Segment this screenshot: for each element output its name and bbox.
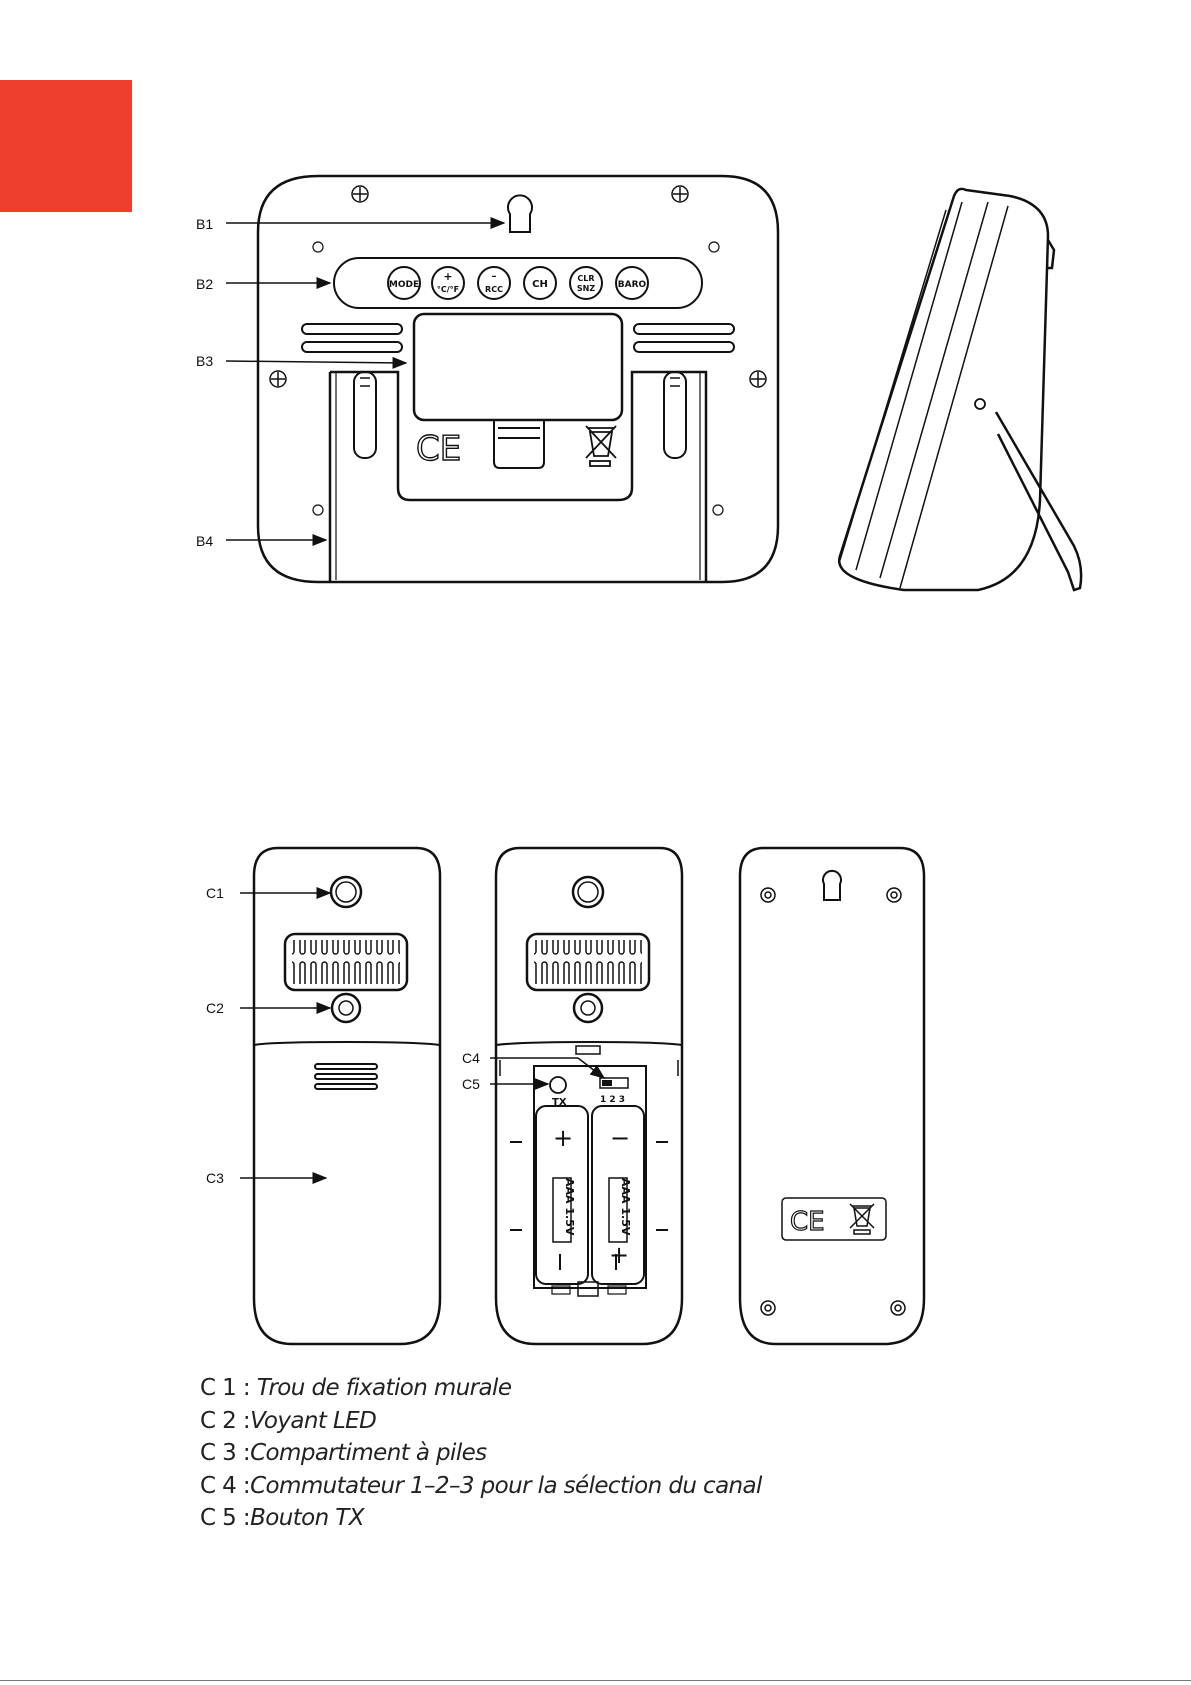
- callout-c3: C3: [206, 1170, 224, 1186]
- screw-icon: [761, 888, 905, 1315]
- button-strip: MODE + °C/°F – RCC CH CLR SNZ BARO: [388, 267, 648, 299]
- page-bottom-rule: [0, 1680, 1191, 1681]
- legend-text: Commutateur 1–2–3 pour la sélection du c…: [250, 1473, 762, 1499]
- callouts-c: [240, 893, 604, 1178]
- legend: C 1 : Trou de fixation murale C 2 :Voyan…: [200, 1372, 1100, 1535]
- legend-code: C 5 :: [200, 1505, 250, 1531]
- legend-code: C 3 :: [200, 1440, 250, 1466]
- svg-text:CH: CH: [532, 279, 548, 290]
- legend-code: C 4 :: [200, 1473, 250, 1499]
- callout-b2: B2: [196, 276, 213, 292]
- svg-text:+: +: [443, 270, 452, 283]
- legend-code: C 1 :: [200, 1375, 250, 1401]
- svg-text:SNZ: SNZ: [577, 284, 595, 293]
- tx-label: TX: [552, 1097, 567, 1108]
- sensor-front-closed: [254, 848, 440, 1344]
- rcc-button: – RCC: [478, 267, 510, 299]
- legend-item: C 1 : Trou de fixation murale: [200, 1372, 1100, 1405]
- battery-plus-right: +: [609, 1241, 629, 1269]
- battery-plus-left: +: [553, 1124, 573, 1152]
- legend-text: Trou de fixation murale: [250, 1375, 511, 1401]
- battery-minus-right: −: [610, 1124, 630, 1152]
- callout-c2: C2: [206, 1000, 224, 1016]
- ce-mark: CE: [416, 429, 461, 469]
- legend-text: Voyant LED: [250, 1408, 376, 1434]
- main-unit-figure: CE MODE + °C/°F – RCC CH CLR SNZ BARO: [0, 0, 1191, 620]
- svg-text:°C/°F: °C/°F: [437, 285, 459, 294]
- legend-item: C 2 :Voyant LED: [200, 1405, 1100, 1438]
- svg-text:MODE: MODE: [389, 280, 419, 290]
- svg-text:–: –: [492, 271, 497, 282]
- clr-snz-button: CLR SNZ: [570, 267, 602, 299]
- legend-item: C 3 :Compartiment à piles: [200, 1437, 1100, 1470]
- ce-mark-sensor: CE: [790, 1207, 825, 1237]
- legend-item: C 4 :Commutateur 1–2–3 pour la sélection…: [200, 1470, 1100, 1503]
- keyhole-icon: [823, 871, 841, 900]
- svg-text:BARO: BARO: [618, 280, 647, 290]
- callout-b1: B1: [196, 216, 213, 232]
- ch-button: CH: [524, 267, 556, 299]
- callout-b4: B4: [196, 533, 213, 549]
- switch-numbers: 1 2 3: [600, 1095, 625, 1105]
- callout-c1: C1: [206, 885, 224, 901]
- battery-label-right: AAA 1.5V: [619, 1178, 632, 1236]
- crossed-bin-icon: [586, 426, 616, 466]
- legend-text: Compartiment à piles: [250, 1440, 486, 1466]
- unit-button: + °C/°F: [432, 267, 464, 299]
- legend-item: C 5 :Bouton TX: [200, 1502, 1100, 1535]
- callout-b3: B3: [196, 353, 213, 369]
- sensor-back: [740, 848, 924, 1344]
- callout-c4: C4: [462, 1050, 480, 1066]
- callouts-b: [226, 223, 504, 540]
- svg-text:CLR: CLR: [577, 274, 594, 283]
- main-unit-back: [258, 176, 778, 582]
- battery-label-left: AAA 1.5V: [563, 1178, 576, 1236]
- keyhole-icon: [508, 195, 532, 232]
- callout-c5: C5: [462, 1076, 480, 1092]
- sensor-figure: TX 1 2 3 + − + AAA 1.5V AAA 1.5V CE C1 C…: [0, 820, 1191, 1380]
- svg-text:RCC: RCC: [485, 285, 503, 294]
- mode-button: MODE: [388, 267, 420, 299]
- sensor-front-open: [496, 848, 682, 1344]
- main-unit-side: [839, 189, 1081, 590]
- legend-code: C 2 :: [200, 1408, 250, 1434]
- legend-text: Bouton TX: [250, 1505, 364, 1531]
- baro-button: BARO: [616, 267, 648, 299]
- crossed-bin-icon: [850, 1204, 874, 1234]
- screw-icon: [270, 186, 766, 387]
